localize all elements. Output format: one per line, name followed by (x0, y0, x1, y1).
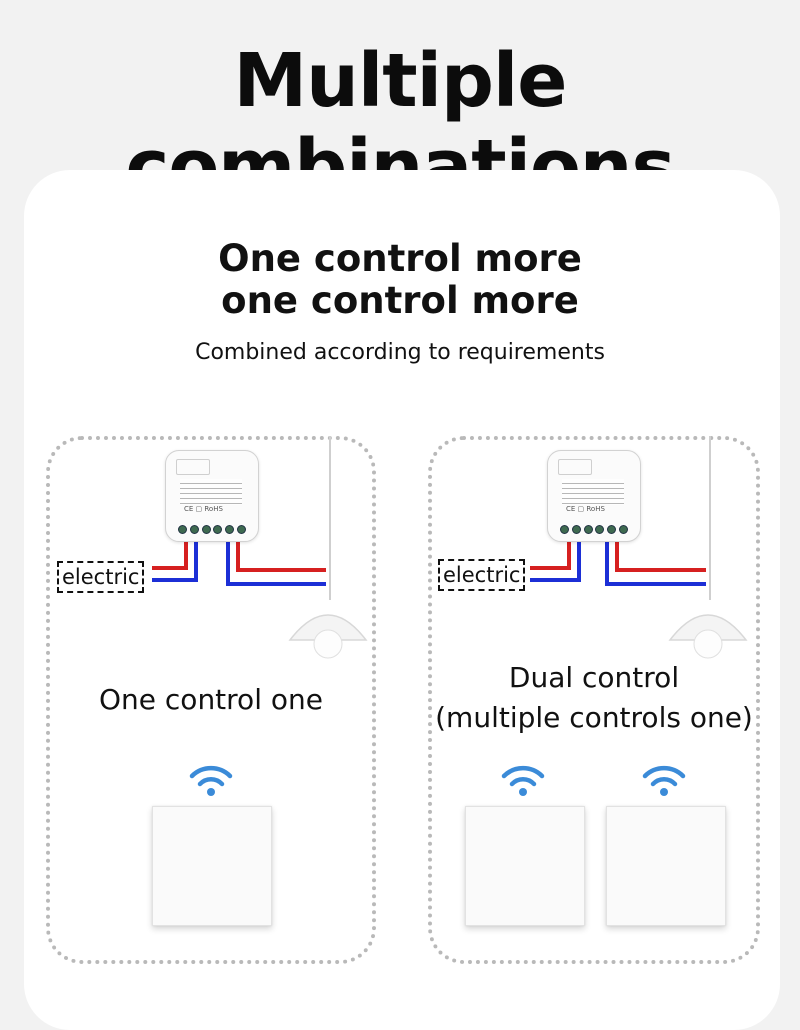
pendant-lamp-icon (668, 614, 748, 659)
caption-one-control-one: One control one (99, 683, 323, 716)
dual-control-panel (428, 436, 760, 964)
wifi-icon (501, 765, 545, 796)
live-wire-in-left (152, 540, 188, 570)
electric-label-right: electric (438, 559, 526, 591)
neutral-wire-out-right (605, 540, 706, 586)
smart-switch-module-left: CE ▢ RoHS (165, 450, 259, 542)
caption-dual-control: Dual control (multiple controls one) (428, 658, 760, 738)
electric-label-left: electric (57, 561, 145, 593)
neutral-wire-in-right (530, 540, 581, 582)
live-wire-out-left (236, 540, 326, 572)
subtitle-line-1: One control more (218, 237, 582, 280)
wifi-icon (642, 765, 686, 796)
wall-switch-panel (152, 806, 272, 926)
subtitle-line-2: one control more (221, 279, 579, 322)
smart-switch-module-right: CE ▢ RoHS (547, 450, 641, 542)
wall-switch-panel-2 (606, 806, 726, 926)
subtitle: One control more one control more (0, 238, 800, 322)
live-wire-out-right (615, 540, 706, 572)
wifi-icon (189, 765, 233, 796)
pendant-lamp-icon (288, 614, 368, 659)
wiring-diagram (152, 436, 711, 600)
requirements-note: Combined according to requirements (195, 340, 605, 365)
caption-dual-control-line-1: Dual control (508, 661, 680, 694)
wall-switch-panel-1 (465, 806, 585, 926)
caption-dual-control-line-2: (multiple controls one) (435, 701, 753, 734)
live-wire-in-right (530, 540, 571, 570)
neutral-wire-in-left (152, 540, 198, 582)
neutral-wire-out-left (226, 540, 326, 586)
one-control-one-panel (46, 436, 376, 964)
